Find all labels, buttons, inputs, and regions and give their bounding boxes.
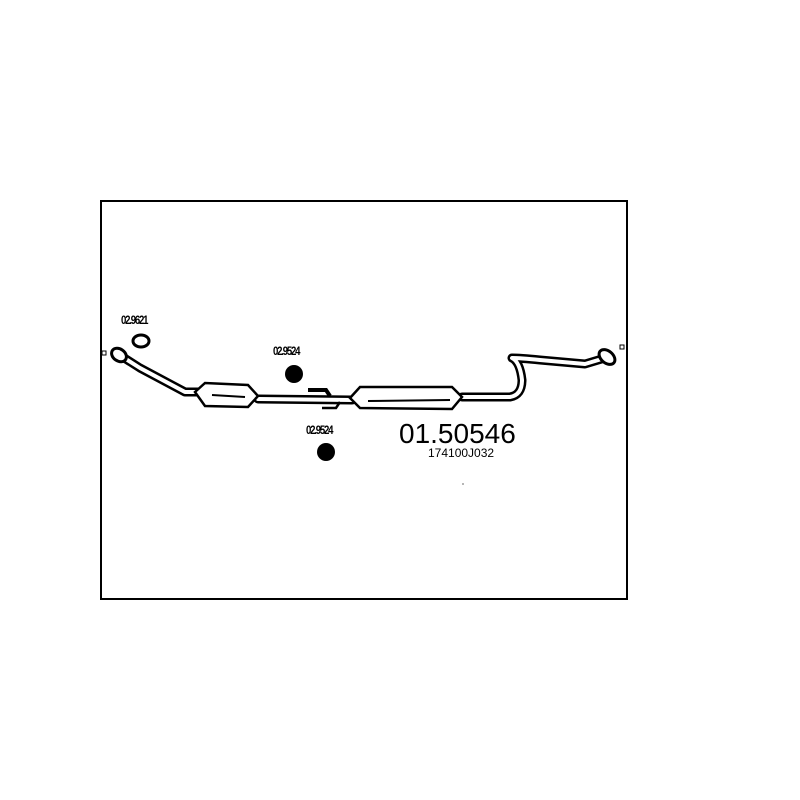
dot-mark (462, 483, 464, 485)
rubber-mount-icon (317, 443, 335, 461)
catalytic-converter (193, 381, 260, 409)
hanger-brackets (308, 388, 342, 410)
front-flange (101, 346, 128, 364)
oem-number: 174100J032 (428, 446, 495, 460)
diagram-frame (100, 200, 628, 600)
component-label: 02.9621 (121, 313, 149, 327)
middle-muffler (348, 385, 464, 411)
component-label: 02.9524 (273, 344, 301, 358)
rubber-mount-icon (285, 365, 303, 383)
gasket-ring-icon (131, 333, 151, 349)
rear-flange (597, 344, 625, 366)
exhaust-pipe (113, 349, 610, 405)
component-label: 02.9524 (306, 423, 334, 437)
part-number: 01.50546 (399, 418, 516, 449)
